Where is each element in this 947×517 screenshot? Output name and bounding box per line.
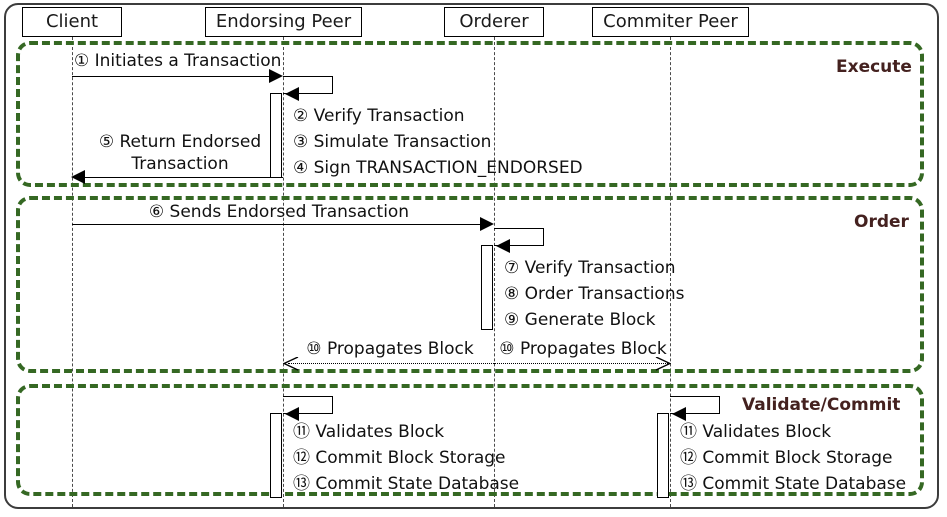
group-frame-execute <box>16 41 924 187</box>
selfloop-arrowhead-endorsing-peer-execute <box>285 87 299 101</box>
message-label-10-left: ⑩ Propagates Block <box>306 339 474 359</box>
message-label-5-line1: ⑤ Return Endorsed <box>98 132 262 152</box>
message-label-9: ⑨ Generate Block <box>504 310 656 330</box>
participant-commiter-peer[interactable]: Commiter Peer <box>592 7 749 37</box>
selfloop-endorsing-peer-commit <box>283 396 333 414</box>
lifeline-endorsing-peer <box>283 37 284 507</box>
message-label-11-endorsing: ⑪ Validates Block <box>293 422 445 442</box>
activation-bar-commiter-peer-commit <box>657 413 669 498</box>
message-label-7: ⑦ Verify Transaction <box>504 258 676 278</box>
participant-orderer[interactable]: Orderer <box>444 7 544 37</box>
message-label-8: ⑧ Order Transactions <box>504 284 685 304</box>
group-label-execute: Execute <box>836 57 912 77</box>
selfloop-endorsing-peer-execute <box>283 76 333 94</box>
message-label-11-commiter: ⑪ Validates Block <box>680 422 832 442</box>
message-arrowhead-10-right <box>655 357 671 371</box>
message-label-3: ③ Simulate Transaction <box>293 132 492 152</box>
message-line-10-left <box>288 363 494 364</box>
group-frame-validate-commit <box>16 384 924 496</box>
message-arrowhead-1 <box>269 69 283 83</box>
message-label-5-line2: Transaction <box>131 154 229 174</box>
message-line-10-right <box>494 363 670 364</box>
lifeline-orderer <box>494 37 495 507</box>
selfloop-commiter-peer-commit <box>670 396 720 414</box>
selfloop-orderer-order <box>494 228 544 246</box>
message-label-12-commiter: ⑫ Commit Block Storage <box>680 448 893 468</box>
message-label-2: ② Verify Transaction <box>293 106 465 126</box>
message-label-4: ④ Sign TRANSACTION_ENDORSED <box>293 158 583 178</box>
message-label-13-endorsing: ⑬ Commit State Database <box>293 474 520 494</box>
group-label-validate-commit: Validate/Commit <box>742 395 901 415</box>
group-frame-order <box>16 196 924 373</box>
lifeline-client <box>72 37 73 507</box>
message-label-1: ① Initiates a Transaction <box>74 51 282 71</box>
message-line-6 <box>72 224 482 225</box>
lifeline-commiter-peer <box>670 37 671 507</box>
message-label-12-endorsing: ⑫ Commit Block Storage <box>293 448 506 468</box>
participant-endorsing-peer[interactable]: Endorsing Peer <box>205 7 362 37</box>
selfloop-arrowhead-commiter-peer-commit <box>672 407 686 421</box>
selfloop-arrowhead-orderer-order <box>496 239 510 253</box>
message-arrowhead-6 <box>480 217 494 231</box>
message-label-6: ⑥ Sends Endorsed Transaction <box>148 202 410 222</box>
participant-client[interactable]: Client <box>22 7 122 37</box>
message-label-13-commiter: ⑬ Commit State Database <box>680 474 907 494</box>
group-label-order: Order <box>854 212 909 232</box>
activation-bar-orderer-order <box>481 245 493 330</box>
message-arrowhead-5 <box>71 170 85 184</box>
message-line-1 <box>72 76 271 77</box>
message-arrowhead-10-left <box>283 357 299 371</box>
message-label-10-right: ⑩ Propagates Block <box>499 339 667 359</box>
selfloop-arrowhead-endorsing-peer-commit <box>285 407 299 421</box>
activation-bar-endorsing-peer-commit <box>270 413 282 498</box>
message-line-5 <box>85 177 283 178</box>
